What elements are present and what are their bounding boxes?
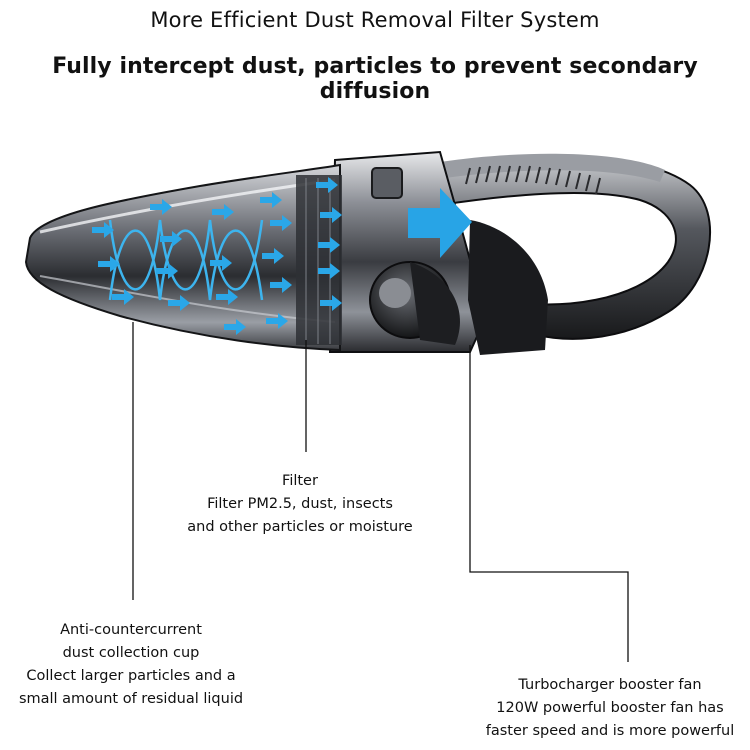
arrow-right-icon: [224, 319, 246, 335]
arrow-right-icon: [270, 277, 292, 293]
arrow-right-icon: [98, 256, 120, 272]
arrow-right-icon: [318, 263, 340, 279]
filter-callout: Filter Filter PM2.5, dust, insects and o…: [170, 470, 430, 539]
callout-lines: [132, 322, 629, 662]
arrow-right-icon: [112, 289, 134, 305]
filter-callout-text: and other particles or moisture: [187, 519, 413, 535]
arrow-right-icon: [150, 199, 172, 215]
fan-callout-text: 120W powerful booster fan has: [496, 700, 724, 716]
cup-callout-title: dust collection cup: [62, 645, 200, 661]
arrow-right-icon: [212, 204, 234, 220]
arrow-right-icon: [210, 255, 232, 271]
fan-callout-title: Turbocharger booster fan: [518, 677, 702, 693]
dust-collection-cup: [24, 163, 341, 352]
arrow-right-icon: [92, 222, 114, 238]
large-arrow-icon: [408, 188, 472, 258]
turbo-fan: [369, 261, 460, 345]
page-title: More Efficient Dust Removal Filter Syste…: [150, 8, 600, 32]
arrow-right-icon: [160, 231, 182, 247]
cup-callout-text: small amount of residual liquid: [18, 691, 244, 707]
arrow-right-icon: [262, 248, 284, 264]
arrow-right-icon: [216, 289, 238, 305]
cup-callout: Anti-countercurrent dust collection cup …: [0, 619, 262, 711]
airflow-arrows: [92, 177, 472, 335]
arrow-right-icon: [260, 192, 282, 208]
fan-callout: Turbocharger booster fan 120W powerful b…: [470, 674, 750, 743]
fan-callout-line: [469, 345, 629, 662]
fan-callout-text: faster speed and is more powerful: [485, 723, 735, 739]
arrow-right-icon: [266, 313, 288, 329]
filter-callout-title: Filter: [282, 473, 318, 489]
page-subtitle: Fully intercept dust, particles to preve…: [52, 54, 698, 104]
arrow-right-icon: [316, 177, 338, 193]
arrow-right-icon: [270, 215, 292, 231]
airflow-swirl: [108, 219, 264, 301]
arrow-right-icon: [168, 295, 190, 311]
arrow-right-icon: [320, 207, 342, 223]
filter-section: [296, 175, 342, 345]
handle-grip-ridges: [465, 165, 601, 195]
arrow-right-icon: [320, 295, 342, 311]
arrow-right-icon: [156, 263, 178, 279]
arrow-right-icon: [318, 237, 340, 253]
cup-callout-title: Anti-countercurrent: [60, 622, 202, 638]
power-button: [371, 167, 403, 199]
cup-callout-text: Collect larger particles and a: [26, 668, 236, 684]
filter-callout-text: Filter PM2.5, dust, insects: [207, 496, 393, 512]
